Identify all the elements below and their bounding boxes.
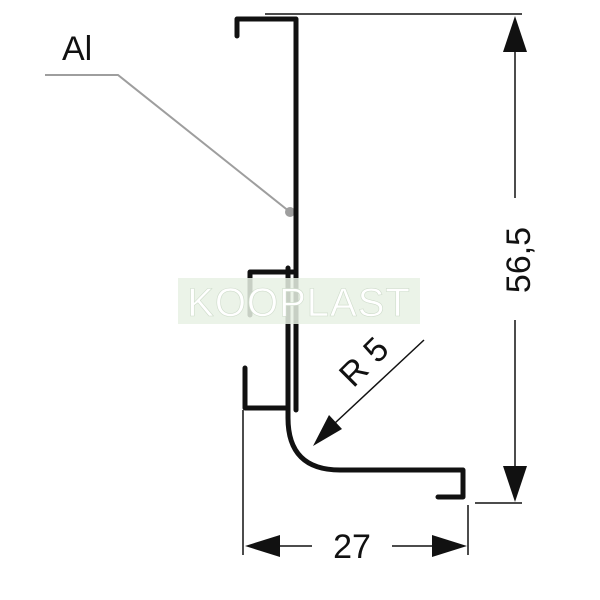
width-dimension <box>242 410 469 555</box>
height-arrow-bottom <box>503 466 527 502</box>
height-arrow-top <box>503 16 527 52</box>
height-value: 56,5 <box>500 227 538 293</box>
radius-value: R 5 <box>332 330 396 394</box>
radius-leader-line <box>334 339 425 424</box>
watermark-text: KOOPLAST <box>187 281 411 325</box>
width-value: 27 <box>333 528 371 566</box>
radius-arrow <box>313 415 342 446</box>
watermark-band <box>178 278 420 324</box>
height-dimension <box>265 13 522 504</box>
profile-outline <box>234 16 466 500</box>
material-leader-line <box>45 74 291 213</box>
width-arrow-right <box>432 535 467 557</box>
material-leader-dot <box>285 207 295 217</box>
width-arrow-left <box>245 535 280 557</box>
material-label: Al <box>62 30 92 68</box>
